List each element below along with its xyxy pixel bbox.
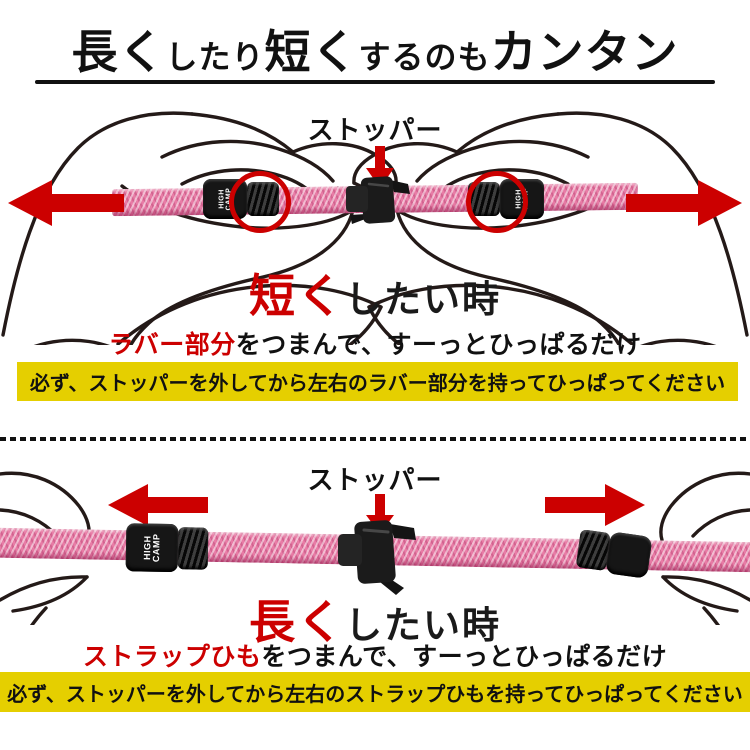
lengthen-heading-rest: したい時 [345, 605, 501, 646]
shorten-subline: ラバー部分をつまんで、すーっとひっぱるだけ [0, 325, 750, 361]
left-hand-illustration [0, 471, 91, 625]
title-underline [35, 80, 715, 84]
arrow-right-icon [545, 484, 645, 526]
page-title: 長くしたり短くするのもカンタン [0, 16, 750, 78]
title-emphasis: 短く [264, 26, 359, 78]
title-plain: したり [165, 39, 265, 75]
stopper [346, 176, 410, 224]
shorten-subline-rest: をつまんで、すーっとひっぱるだけ [235, 331, 642, 359]
shorten-heading-emphasis: 短く [249, 270, 345, 322]
shorten-heading-rest: したい時 [345, 279, 501, 320]
title-emphasis: 長く [71, 26, 166, 78]
lengthen-subline-emphasis: ストラップひも [82, 643, 262, 671]
stopper-label: ストッパー [307, 115, 443, 145]
highlight-circle [466, 171, 528, 233]
lengthen-subline-rest: をつまんで、すーっとひっぱるだけ [261, 643, 668, 671]
lengthen-notice-banner: 必ず、ストッパーを外してから左右のストラップひもを持ってひっぱってください [0, 672, 750, 712]
hands-illustration [0, 471, 750, 625]
arrow-right-icon [626, 180, 742, 226]
highlight-circle [229, 171, 291, 233]
shorten-subline-emphasis: ラバー部分 [108, 331, 236, 359]
title-plain: するのも [358, 39, 491, 75]
title-emphasis: カンタン [490, 26, 679, 78]
shorten-heading: 短くしたい時 [0, 260, 750, 326]
shorten-notice-banner: 必ず、ストッパーを外してから左右のラバー部分を持ってひっぱってください [17, 362, 738, 401]
lengthen-heading-emphasis: 長く [249, 596, 345, 648]
lengthen-heading: 長くしたい時 [0, 586, 750, 652]
lengthen-subline: ストラップひもをつまんで、すーっとひっぱるだけ [0, 637, 750, 673]
stopper-label: ストッパー [307, 465, 443, 495]
stopper [338, 520, 416, 595]
arrow-left-icon [8, 180, 124, 226]
dashed-divider [0, 437, 750, 441]
arrow-left-icon [108, 484, 208, 526]
right-hand-illustration [659, 471, 750, 625]
